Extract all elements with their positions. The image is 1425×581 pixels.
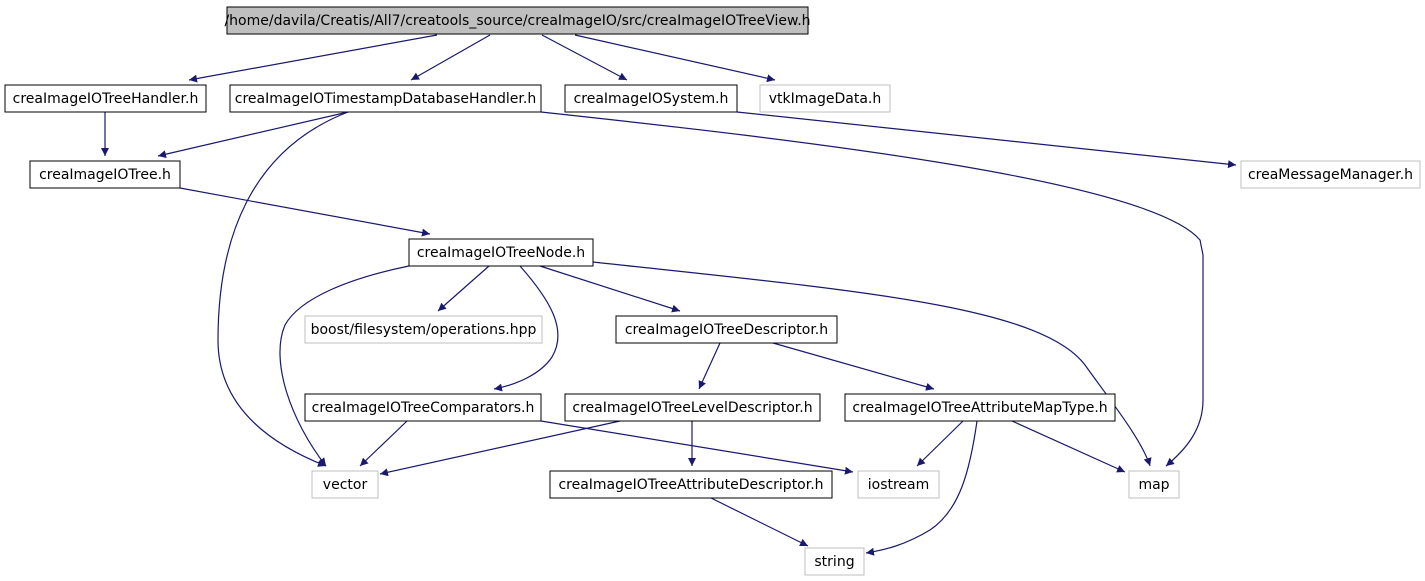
node-tree-attribute-descriptor[interactable]: creaImageIOTreeAttributeDescriptor.h: [549, 470, 833, 499]
edge-tree-node-to-vector: [279, 265, 410, 467]
edge-layer: [101, 34, 1237, 556]
edge-tree-to-tree-node: [179, 187, 431, 237]
node-root-file-box: [226, 6, 809, 35]
node-map-label: map: [1138, 477, 1169, 493]
edge-timestamp-db-to-tree: [157, 111, 349, 159]
node-tree-attribute-descriptor-box: [549, 470, 833, 499]
node-iostream[interactable]: iostream: [857, 470, 940, 499]
node-tree-level-descriptor-box: [564, 393, 821, 422]
node-root-file[interactable]: /home/davila/Creatis/All7/creatools_sour…: [224, 6, 811, 35]
edge-attr-map-type-to-string: [865, 420, 978, 556]
node-boost-filesystem[interactable]: boost/filesystem/operations.hpp: [304, 315, 543, 344]
node-tree-descriptor-label: creaImageIOTreeDescriptor.h: [625, 322, 828, 338]
node-boost-filesystem-box: [304, 315, 543, 344]
node-map[interactable]: map: [1128, 470, 1180, 499]
edge-tree-node-to-boost-fs: [437, 265, 490, 312]
edge-tree-node-to-tree-descriptor: [539, 265, 681, 313]
edge-tree-comparators-to-iostream: [540, 420, 854, 475]
node-message-manager-box: [1240, 160, 1421, 189]
node-tree-attribute-map-type-label: creaImageIOTreeAttributeMapType.h: [852, 400, 1107, 416]
node-tree-attribute-descriptor-label: creaImageIOTreeAttributeDescriptor.h: [558, 477, 823, 493]
node-vtk-image-data[interactable]: vtkImageData.h: [759, 84, 891, 113]
edge-tree-descriptor-to-attr-map-type: [772, 342, 935, 391]
node-tree-node[interactable]: creaImageIOTreeNode.h: [408, 238, 594, 267]
node-tree-attribute-map-type[interactable]: creaImageIOTreeAttributeMapType.h: [844, 393, 1116, 422]
node-tree-handler-label: creaImageIOTreeHandler.h: [13, 91, 199, 107]
node-timestamp-database-handler-label: creaImageIOTimestampDatabaseHandler.h: [235, 91, 536, 107]
node-root-file-label: /home/davila/Creatis/All7/creatools_sour…: [224, 13, 810, 29]
edge-timestamp-db-to-vector: [217, 111, 349, 467]
edge-root-to-vtk-image-data: [574, 34, 776, 83]
node-vtk-image-data-label: vtkImageData.h: [769, 91, 881, 107]
edge-root-to-timestamp-db: [410, 34, 491, 81]
node-iostream-box: [857, 470, 940, 499]
node-vtk-image-data-box: [759, 84, 891, 113]
node-tree-label: creaImageIOTree.h: [39, 167, 171, 183]
edge-root-to-tree-handler: [188, 34, 438, 83]
node-tree-node-label: creaImageIOTreeNode.h: [417, 245, 585, 261]
node-tree-node-box: [408, 238, 594, 267]
node-vector-box: [311, 470, 379, 499]
node-string-box: [804, 547, 865, 576]
node-tree-comparators-box: [304, 393, 542, 422]
node-message-manager-label: creaMessageManager.h: [1248, 167, 1413, 183]
node-tree[interactable]: creaImageIOTree.h: [29, 160, 181, 189]
edge-timestamp-db-to-map: [540, 111, 1204, 467]
node-timestamp-database-handler-box: [229, 84, 542, 113]
node-map-box: [1128, 470, 1180, 499]
edge-attr-map-type-to-iostream: [916, 420, 964, 467]
edge-attr-descriptor-to-string: [710, 497, 809, 547]
node-string-label: string: [814, 554, 854, 570]
node-string[interactable]: string: [804, 547, 865, 576]
edge-tree-node-to-map: [592, 261, 1152, 467]
node-tree-handler[interactable]: creaImageIOTreeHandler.h: [4, 84, 207, 113]
node-boost-filesystem-label: boost/filesystem/operations.hpp: [311, 322, 537, 338]
edge-tree-descriptor-to-level-descriptor: [698, 342, 721, 390]
node-system-label: creaImageIOSystem.h: [574, 91, 729, 107]
node-tree-box: [29, 160, 181, 189]
node-tree-level-descriptor-label: creaImageIOTreeLevelDescriptor.h: [572, 400, 812, 416]
node-vector[interactable]: vector: [311, 470, 379, 499]
node-iostream-label: iostream: [868, 477, 930, 493]
edge-root-to-system: [541, 34, 628, 81]
node-tree-attribute-map-type-box: [844, 393, 1116, 422]
edge-system-to-message-manager: [736, 111, 1237, 169]
node-tree-descriptor-box: [615, 315, 838, 344]
node-layer: /home/davila/Creatis/All7/creatools_sour…: [4, 6, 1421, 576]
node-vector-label: vector: [323, 477, 368, 493]
node-system-box: [564, 84, 738, 113]
node-tree-handler-box: [4, 84, 207, 113]
node-tree-comparators-label: creaImageIOTreeComparators.h: [312, 400, 535, 416]
node-tree-descriptor[interactable]: creaImageIOTreeDescriptor.h: [615, 315, 838, 344]
edge-tree-node-to-tree-comparators: [493, 265, 559, 392]
node-system[interactable]: creaImageIOSystem.h: [564, 84, 738, 113]
node-tree-level-descriptor[interactable]: creaImageIOTreeLevelDescriptor.h: [564, 393, 821, 422]
edge-tree-comparators-to-vector: [359, 420, 408, 467]
node-message-manager[interactable]: creaMessageManager.h: [1240, 160, 1421, 189]
node-timestamp-database-handler[interactable]: creaImageIOTimestampDatabaseHandler.h: [229, 84, 542, 113]
node-tree-comparators[interactable]: creaImageIOTreeComparators.h: [304, 393, 542, 422]
edge-level-descriptor-to-vector: [379, 420, 621, 477]
edge-attr-map-type-to-map: [1011, 420, 1126, 473]
